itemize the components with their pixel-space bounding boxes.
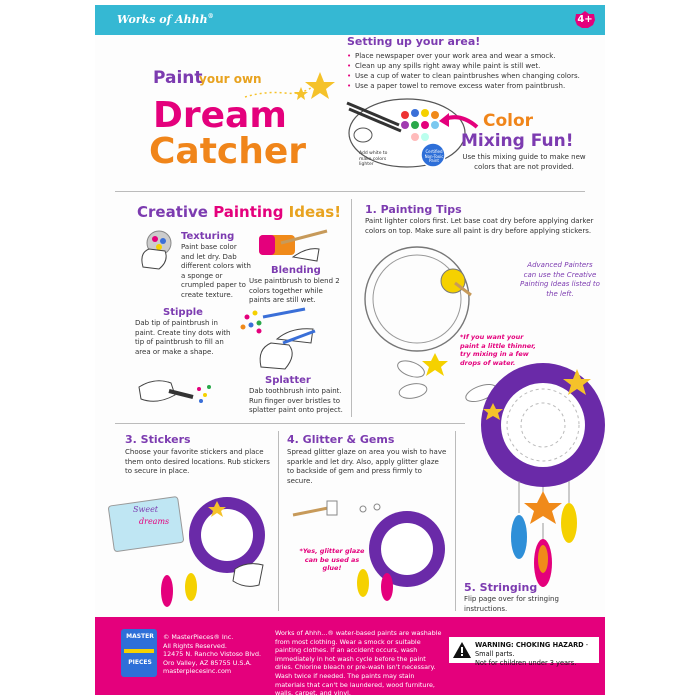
title-paint: Paint <box>153 68 203 88</box>
tips-text: Paint lighter colors first. Let base coa… <box>365 217 594 235</box>
setup-item: Clean up any spills right away while pai… <box>347 61 597 71</box>
texturing-title: Texturing <box>181 231 235 242</box>
stickers-text: Choose your favorite stickers and place … <box>125 448 270 475</box>
warning-line-2: Not for children under 3 years. <box>475 659 577 667</box>
title-catcher: Catcher <box>149 131 307 172</box>
splatter-title: Splatter <box>265 375 311 386</box>
company-name: © MasterPieces® Inc. <box>163 633 234 641</box>
care-text: Works of Ahhh...® water-based paints are… <box>275 629 442 695</box>
non-toxic-seal: Certified Non-Toxic Paint <box>424 149 444 163</box>
glitter-heading: 4. Glitter & Gems <box>287 433 395 446</box>
glitter-illustration <box>292 500 445 601</box>
feathers-star-icon <box>397 353 497 403</box>
title-your-own: your own <box>199 72 262 86</box>
sticker-word-1: Sweet <box>133 505 159 514</box>
thinner-note: *If you want your paint a little thinner… <box>460 333 536 367</box>
blending-text: Use paintbrush to blend 2 colors togethe… <box>249 277 340 304</box>
warning-box <box>449 637 599 663</box>
divider <box>455 431 456 611</box>
instruction-sheet: Works of Ahhh® 4+ Paint your own Dream C… <box>95 5 605 695</box>
setup-heading: Setting up your area! <box>347 35 481 48</box>
stipple-dots-icon <box>240 307 314 344</box>
stringing-heading: 5. Stringing <box>464 581 538 594</box>
splatter-toothbrush-icon <box>138 380 211 403</box>
stickers-heading: 3. Stickers <box>125 433 191 446</box>
advanced-note: Advanced Painters can use the Creative P… <box>520 261 600 298</box>
company-info: © MasterPieces® Inc. All Rights Reserved… <box>163 633 273 676</box>
setup-item: Use a paper towel to remove excess water… <box>347 81 597 91</box>
blending-title: Blending <box>271 265 321 276</box>
mixing-heading-line1: Color <box>483 111 534 131</box>
glitter-text: Spread glitter glaze on area you wish to… <box>287 448 447 485</box>
stipple-text: Dab tip of paintbrush in paint. Create t… <box>135 319 231 356</box>
brand-logo: Works of Ahhh® <box>117 13 214 26</box>
address-1: 12475 N. Rancho Vistoso Blvd. <box>163 650 262 659</box>
setup-list: Place newspaper over your work area and … <box>347 51 597 91</box>
divider <box>115 191 585 192</box>
ideas-heading: Creative Painting Ideas! <box>137 203 342 221</box>
divider <box>278 431 279 611</box>
warning-triangle-icon <box>453 642 471 658</box>
divider <box>351 199 352 417</box>
age-badge: 4+ <box>577 14 593 25</box>
mixing-text: Use this mixing guide to make new colors… <box>462 153 586 171</box>
splatter-hand-icon <box>259 329 316 370</box>
logo-line-2: PIECES <box>128 659 152 666</box>
texturing-text: Paint base color and let dry. Dab differ… <box>181 243 251 299</box>
stipple-title: Stipple <box>163 307 203 318</box>
dreamcatcher-ring-icon <box>364 246 472 352</box>
glitter-note: *Yes, glitter glaze can be used as glue! <box>299 547 365 572</box>
logo-line-1: MASTER <box>126 633 154 640</box>
warning-text: WARNING: CHOKING HAZARD - Small parts. N… <box>475 641 599 668</box>
setup-item: Place newspaper over your work area and … <box>347 51 597 61</box>
title-dream: Dream <box>153 95 287 136</box>
tips-heading: 1. Painting Tips <box>365 203 462 216</box>
mixing-heading-line2: Mixing Fun! <box>461 131 574 151</box>
blending-brush-icon <box>259 229 328 262</box>
mixing-palette-icon <box>346 98 466 168</box>
address-2: Oro Valley, AZ 85755 U.S.A. <box>163 658 252 667</box>
top-bar <box>95 5 605 35</box>
finished-dreamcatcher-illustration <box>481 363 605 587</box>
splatter-text: Dab toothbrush into paint. Run finger ov… <box>249 387 343 414</box>
arrow-left-icon <box>439 113 479 129</box>
warning-line-1: WARNING: CHOKING HAZARD - Small parts. <box>475 641 589 658</box>
stringing-text: Flip page over for stringing instruction… <box>464 595 559 613</box>
divider <box>115 423 465 424</box>
setup-item: Use a cup of water to clean paintbrushes… <box>347 71 597 81</box>
stickers-illustration <box>108 496 265 607</box>
stars-trail-icon <box>244 72 335 100</box>
masterpieces-logo <box>121 629 157 677</box>
palette-note: Add white to make colors lighter <box>359 151 388 167</box>
rights: All Rights Reserved. <box>163 641 227 650</box>
sponge-hand-icon <box>141 230 172 270</box>
website: masterpiecesinc.com <box>163 667 232 676</box>
age-badge-shape <box>575 11 595 28</box>
sticker-word-2: dreams <box>139 517 170 526</box>
